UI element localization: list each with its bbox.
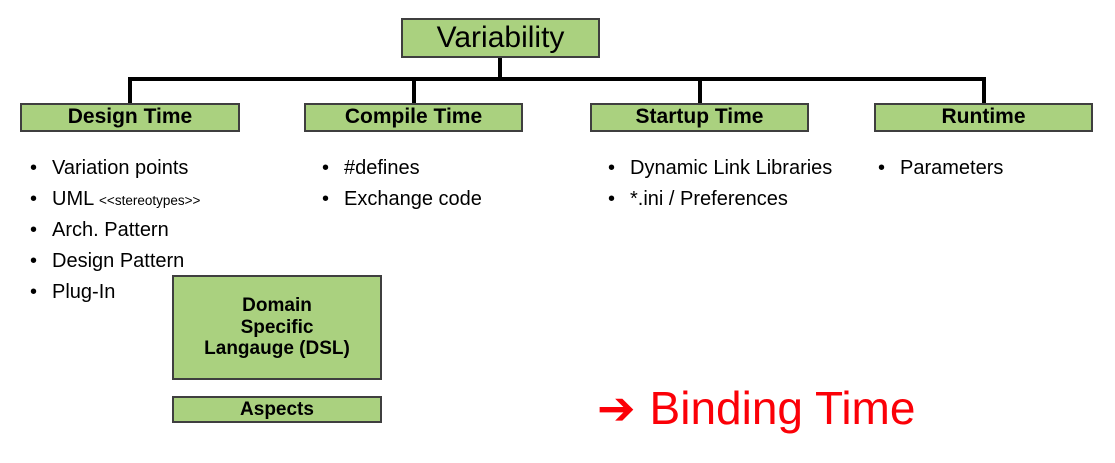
node-design-time[interactable]: Design Time — [20, 103, 240, 132]
bullet-glyph: • — [878, 157, 886, 179]
bullet-list-design-time: • Variation points • UML <<stereotypes>>… — [30, 154, 285, 309]
node-compile-time-label: Compile Time — [344, 105, 483, 129]
bullet-glyph: • — [322, 157, 330, 179]
bullet-glyph: • — [30, 157, 38, 179]
list-item-label: #defines — [344, 157, 420, 179]
list-item: • #defines — [322, 154, 552, 183]
node-startup-time-label: Startup Time — [635, 105, 764, 129]
node-aspects-label: Aspects — [240, 398, 314, 420]
connector-drop-startup-time — [698, 77, 702, 103]
connector-root-stem — [498, 57, 502, 79]
binding-time-callout: ➔ Binding Time — [597, 385, 915, 431]
list-item-label: UML <<stereotypes>> — [52, 185, 285, 214]
list-item-label: Plug-In — [52, 281, 116, 303]
connector-drop-compile-time — [412, 77, 416, 103]
list-item: • Arch. Pattern — [30, 216, 285, 245]
binding-time-label: Binding Time — [649, 382, 916, 434]
connector-drop-design-time — [128, 77, 132, 103]
node-compile-time[interactable]: Compile Time — [304, 103, 523, 132]
bullet-list-startup-time: • Dynamic Link Libraries • *.ini / Prefe… — [608, 154, 848, 216]
node-dsl-line1: Domain — [242, 294, 312, 316]
node-variability-label: Variability — [436, 20, 565, 54]
node-aspects[interactable]: Aspects — [172, 396, 382, 423]
node-design-time-label: Design Time — [67, 105, 193, 129]
bullet-glyph: • — [322, 188, 330, 210]
list-item-label: Variation points — [52, 157, 189, 179]
node-domain-specific-language[interactable]: Domain Specific Langauge (DSL) — [172, 275, 382, 380]
node-variability[interactable]: Variability — [401, 18, 600, 58]
bullet-glyph: • — [30, 281, 38, 303]
node-dsl-line3: Langauge (DSL) — [204, 338, 350, 360]
list-item-label: Dynamic Link Libraries — [630, 157, 833, 179]
list-item: • Plug-In — [30, 278, 285, 307]
right-arrow-icon: ➔ — [597, 381, 636, 435]
connector-drop-runtime — [982, 77, 986, 103]
connector-horizontal-bus — [128, 77, 984, 81]
list-item-label: Exchange code — [344, 188, 482, 210]
list-item-label: Design Pattern — [52, 250, 185, 272]
list-item: • Variation points — [30, 154, 285, 183]
list-item-label: Parameters — [900, 157, 1004, 179]
bullet-glyph: • — [30, 188, 38, 210]
bullet-glyph: • — [608, 188, 616, 210]
list-item: • UML <<stereotypes>> — [30, 185, 285, 214]
bullet-list-compile-time: • #defines • Exchange code — [322, 154, 552, 216]
node-dsl-line2: Specific — [240, 316, 314, 338]
bullet-list-runtime: • Parameters — [878, 154, 1098, 185]
node-startup-time[interactable]: Startup Time — [590, 103, 809, 132]
list-item-label: *.ini / Preferences — [630, 188, 788, 210]
list-item-text: UML — [52, 188, 94, 210]
list-item-note: <<stereotypes>> — [99, 193, 201, 208]
list-item: • Exchange code — [322, 185, 552, 214]
bullet-glyph: • — [30, 250, 38, 272]
bullet-glyph: • — [608, 157, 616, 179]
list-item: • Dynamic Link Libraries — [608, 154, 848, 183]
node-runtime-label: Runtime — [941, 105, 1026, 129]
list-item: • *.ini / Preferences — [608, 185, 848, 214]
list-item-label: Arch. Pattern — [52, 219, 169, 241]
bullet-glyph: • — [30, 219, 38, 241]
list-item: • Design Pattern — [30, 247, 285, 276]
node-runtime[interactable]: Runtime — [874, 103, 1093, 132]
list-item: • Parameters — [878, 154, 1098, 183]
